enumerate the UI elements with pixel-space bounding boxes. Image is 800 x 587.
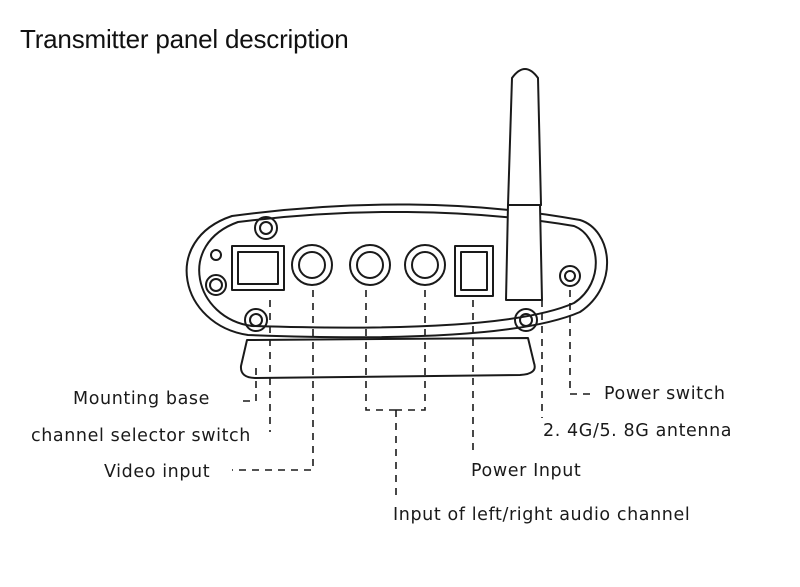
leader-audio-right: [396, 290, 426, 411]
power-switch-icon: [559, 265, 581, 287]
label-video-input: Video input: [104, 462, 211, 482]
screw-top-left-icon: [254, 216, 278, 240]
panel-outer-outline: [185, 203, 608, 339]
screw-bottom-right-icon: [514, 308, 538, 332]
label-audio-input: Input of left/right audio channel: [393, 505, 691, 525]
leader-power-switch: [569, 290, 595, 395]
panel-inner-outline: [198, 210, 597, 329]
video-jack-icon: [291, 244, 333, 286]
leader-audio-left: [365, 290, 396, 411]
label-power-switch: Power switch: [604, 384, 726, 404]
audio-left-jack-icon: [349, 244, 391, 286]
screw-bottom-left-icon: [244, 308, 268, 332]
power-input-port-icon: [454, 245, 494, 297]
audio-right-jack-icon: [404, 244, 446, 286]
label-power-input: Power Input: [471, 461, 582, 481]
channel-selector-switch-icon: [205, 249, 227, 296]
label-channel-selector-switch: channel selector switch: [31, 426, 251, 446]
diagram-title: Transmitter panel description: [20, 24, 349, 54]
leader-video-input: [232, 290, 314, 471]
label-mounting-base: Mounting base: [73, 389, 210, 409]
mounting-base-shape: [239, 337, 536, 379]
label-antenna: 2. 4G/5. 8G antenna: [543, 421, 733, 441]
antenna-icon: [505, 68, 543, 301]
square-port-left-icon: [231, 245, 285, 291]
leader-mounting-base: [238, 368, 257, 402]
